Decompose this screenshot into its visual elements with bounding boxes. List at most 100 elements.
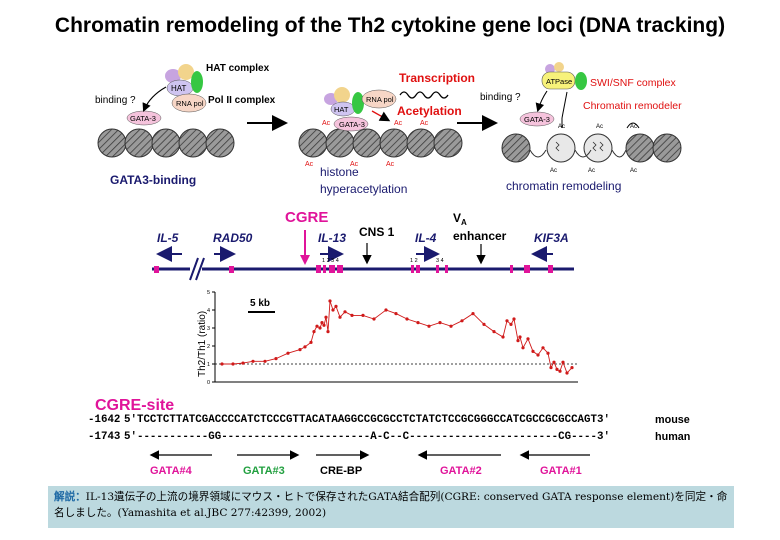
stage1-gata3-label: GATA-3 bbox=[130, 114, 156, 123]
stage3-gata3-label: GATA-3 bbox=[524, 115, 550, 124]
svg-text:Ac: Ac bbox=[596, 124, 603, 130]
data-point bbox=[552, 360, 556, 364]
svg-text:Ac: Ac bbox=[322, 120, 331, 127]
data-point bbox=[318, 326, 322, 330]
data-point bbox=[449, 324, 453, 328]
site-label-gata2: GATA#2 bbox=[440, 465, 482, 477]
gene-label-il13: IL-13 bbox=[318, 231, 346, 245]
data-point bbox=[298, 348, 302, 352]
stage2-hat-label: HAT bbox=[334, 105, 349, 114]
stage1-complex bbox=[126, 64, 207, 126]
site-label-gata3: GATA#3 bbox=[243, 465, 285, 477]
locus-map bbox=[152, 230, 574, 281]
human-sequence: 5'-----------GG-----------------------A-… bbox=[124, 431, 610, 443]
y-tick-label: 1 bbox=[207, 362, 210, 368]
svg-text:Ac: Ac bbox=[630, 124, 637, 130]
data-point bbox=[220, 362, 224, 366]
caption-box: 解説：IL-13遺伝子の上流の境界領域にマウス・ヒトで保存されたGATA結合配列… bbox=[48, 486, 734, 528]
data-point bbox=[361, 313, 365, 317]
series-points bbox=[220, 299, 574, 375]
data-point bbox=[555, 367, 559, 371]
data-point bbox=[315, 324, 319, 328]
mouse-sequence: 5'TCCTCTTATCGACCCCATCTCCCGTTACATAAGGCCGC… bbox=[124, 414, 610, 426]
data-point bbox=[326, 330, 330, 334]
svg-text:Ac: Ac bbox=[558, 124, 565, 130]
data-point bbox=[427, 324, 431, 328]
scale-bar-label: 5 kb bbox=[250, 298, 270, 309]
data-point bbox=[416, 321, 420, 325]
data-point bbox=[405, 317, 409, 321]
stage2-caption-line1: histone bbox=[320, 165, 359, 179]
stage2-acetyl-marks: Ac Ac Ac Ac Ac Ac bbox=[305, 120, 429, 168]
cns1-label: CNS 1 bbox=[359, 225, 395, 239]
caption-text: 解説：IL-13遺伝子の上流の境界領域にマウス・ヒトで保存されたGATA結合配列… bbox=[54, 489, 728, 521]
acetylation-label: Acetylation bbox=[397, 104, 462, 118]
stage2-nucleosomes bbox=[298, 128, 463, 158]
cgre-site-title: CGRE-site bbox=[95, 397, 174, 414]
data-point bbox=[561, 360, 565, 364]
svg-text:Ac: Ac bbox=[386, 161, 395, 168]
data-point bbox=[343, 310, 347, 314]
va-label: VA bbox=[453, 211, 467, 227]
il4-site-numbers-a: 1 2 bbox=[410, 258, 418, 264]
data-point bbox=[263, 359, 267, 363]
stage2-rnapol-label: RNA pol bbox=[366, 95, 394, 104]
swi-snf-label: SWI/SNF complex bbox=[590, 77, 677, 89]
human-label: human bbox=[655, 431, 691, 443]
y-tick-label: 5 bbox=[207, 290, 210, 296]
stage3-acetyl-marks: Ac Ac Ac Ac Ac Ac bbox=[550, 124, 637, 174]
stage1-caption: GATA3-binding bbox=[110, 173, 196, 187]
data-point bbox=[372, 317, 376, 321]
data-point bbox=[322, 323, 326, 327]
svg-text:Ac: Ac bbox=[305, 161, 314, 168]
y-tick-label: 2 bbox=[207, 344, 210, 350]
stage1-hat-label: HAT bbox=[171, 84, 187, 93]
page-title: Chromatin remodeling of the Th2 cytokine… bbox=[54, 14, 726, 37]
site-label-gata1: GATA#1 bbox=[540, 465, 582, 477]
stage3-complex bbox=[519, 62, 587, 127]
svg-text:Ac: Ac bbox=[630, 168, 637, 174]
y-tick-label: 3 bbox=[207, 326, 210, 332]
data-point bbox=[438, 321, 442, 325]
y-tick-label: 0 bbox=[207, 380, 210, 386]
svg-text:Ac: Ac bbox=[420, 120, 429, 127]
data-point bbox=[241, 361, 245, 365]
pol2-complex-label: Pol II complex bbox=[208, 95, 276, 106]
svg-text:Ac: Ac bbox=[350, 161, 359, 168]
gene-label-kif3a: KIF3A bbox=[534, 231, 569, 245]
stage3-nucleosomes bbox=[501, 118, 682, 163]
stage3-caption: chromatin remodeling bbox=[506, 179, 621, 193]
site-label-gata4: GATA#4 bbox=[150, 465, 193, 477]
data-point bbox=[558, 369, 562, 373]
data-point bbox=[509, 322, 513, 326]
cgre-label: CGRE bbox=[285, 209, 328, 226]
svg-text:Ac: Ac bbox=[394, 120, 403, 127]
data-point bbox=[549, 366, 553, 370]
human-position: -1743 bbox=[88, 431, 121, 443]
data-point bbox=[536, 353, 540, 357]
caption-body: IL-13遺伝子の上流の境界領域にマウス・ヒトで保存されたGATA結合配列(CG… bbox=[54, 491, 728, 519]
svg-text:Ac: Ac bbox=[588, 168, 595, 174]
data-point bbox=[303, 345, 307, 349]
stage1-binding-label: binding ? bbox=[95, 95, 136, 106]
data-point bbox=[350, 313, 354, 317]
data-point bbox=[492, 330, 496, 334]
hat-complex-label: HAT complex bbox=[206, 63, 270, 74]
data-point bbox=[518, 335, 522, 339]
data-point bbox=[521, 346, 525, 350]
svg-text:Ac: Ac bbox=[550, 168, 557, 174]
y-axis-label: Th2/Th1 (ratio) bbox=[197, 311, 208, 377]
data-point bbox=[309, 340, 313, 344]
chromatin-remodeler-label: Chromatin remodeler bbox=[583, 100, 682, 112]
data-point bbox=[331, 308, 335, 312]
data-point bbox=[312, 330, 316, 334]
stage3-binding-label: binding ? bbox=[480, 92, 521, 103]
data-point bbox=[505, 319, 509, 323]
transcription-label: Transcription bbox=[399, 71, 475, 85]
il4-site-numbers-b: 3 4 bbox=[436, 258, 444, 264]
data-point bbox=[338, 315, 342, 319]
atpase-label: ATPase bbox=[546, 77, 572, 86]
data-point bbox=[394, 312, 398, 316]
